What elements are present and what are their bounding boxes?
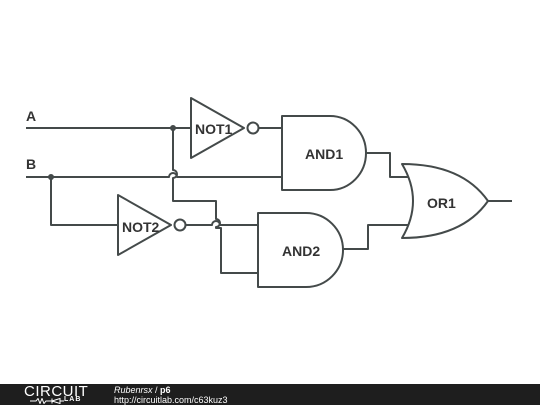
or1-label: OR1 bbox=[427, 195, 456, 211]
credit-separator: / bbox=[152, 385, 161, 395]
input-a-label: A bbox=[26, 108, 36, 124]
credit-block: Rubenrsx / p6 http://circuitlab.com/c63k… bbox=[114, 385, 228, 405]
wire-and1-out bbox=[366, 152, 410, 178]
wire-a-branch bbox=[172, 128, 258, 274]
footer-bar: CIRCUIT LAB Rubenrsx / p6 http://circuit… bbox=[0, 384, 540, 405]
junction-dot-a bbox=[170, 125, 176, 131]
not2-gate: NOT2 bbox=[117, 194, 187, 256]
wire-not2-out bbox=[186, 220, 258, 226]
junction-dot-b bbox=[48, 174, 54, 180]
or1-gate: OR1 bbox=[401, 163, 489, 239]
circuitlab-logo[interactable]: CIRCUIT LAB bbox=[24, 384, 94, 405]
logo-resistor-icon bbox=[30, 398, 64, 404]
and1-gate: AND1 bbox=[281, 115, 367, 191]
input-b-label: B bbox=[26, 156, 36, 172]
logo-main-text: CIRCUIT bbox=[24, 383, 89, 400]
and2-label: AND2 bbox=[282, 243, 320, 259]
and2-gate: AND2 bbox=[257, 212, 344, 288]
circuit-diagram: A B NOT1 NOT2 AND1 AND2 OR1 bbox=[26, 97, 512, 288]
wire-b bbox=[26, 172, 282, 178]
not1-label: NOT1 bbox=[195, 121, 233, 137]
wire-b-branch bbox=[50, 177, 118, 226]
and1-label: AND1 bbox=[305, 146, 343, 162]
logo-sub-text: LAB bbox=[64, 396, 82, 403]
not2-label: NOT2 bbox=[122, 219, 160, 235]
wire-and2-out bbox=[343, 224, 410, 250]
author-name[interactable]: Rubenrsx bbox=[114, 385, 153, 395]
circuit-url[interactable]: http://circuitlab.com/c63kuz3 bbox=[114, 395, 228, 405]
not1-gate: NOT1 bbox=[190, 97, 260, 159]
circuit-title[interactable]: p6 bbox=[160, 385, 171, 395]
